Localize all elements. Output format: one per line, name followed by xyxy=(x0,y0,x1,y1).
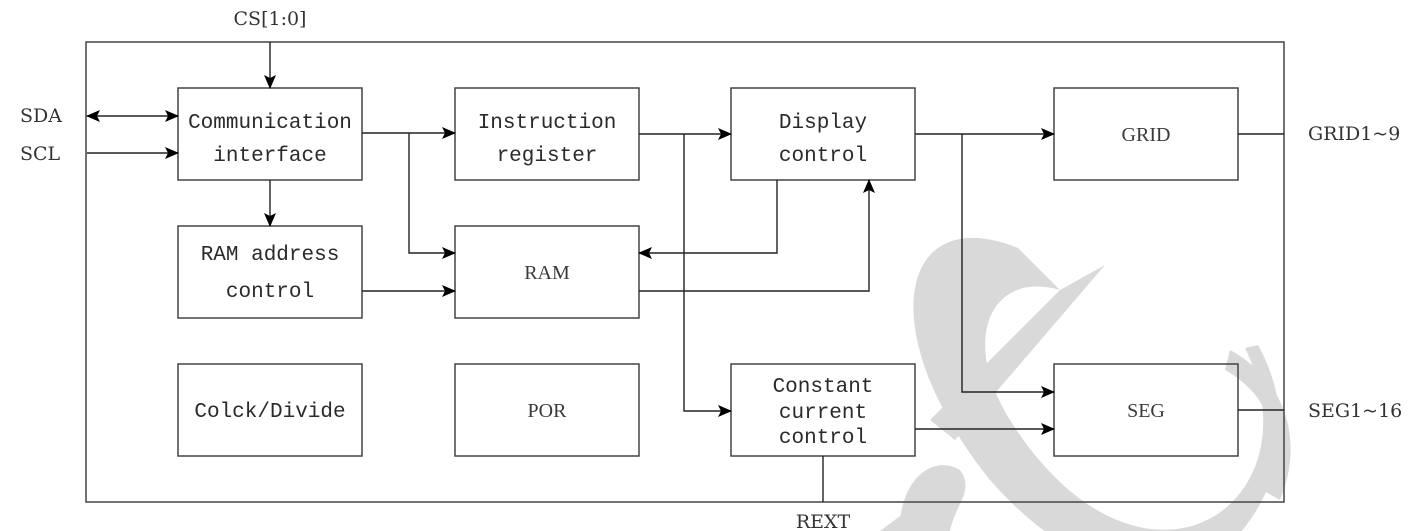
wire-ram-to-display xyxy=(639,179,875,292)
constant-line3: control xyxy=(779,427,867,450)
ram-address-control-block: RAM address control xyxy=(177,225,363,319)
sda-label: SDA xyxy=(20,105,62,127)
cs-label: CS[1:0] xyxy=(234,8,307,30)
watermark-logo xyxy=(880,237,1291,531)
instr-line1: Instruction xyxy=(478,112,617,135)
clock-divide-block: Colck/Divide xyxy=(177,363,363,457)
wire-instr-to-constant xyxy=(683,134,732,417)
wire-comm-to-ram xyxy=(408,133,456,259)
seg-text: SEG xyxy=(1127,400,1165,422)
scl-label: SCL xyxy=(20,143,61,165)
ram-text: RAM xyxy=(524,262,570,284)
grid-output-label: GRID1~9 xyxy=(1308,123,1400,145)
por-text: POR xyxy=(528,400,568,422)
comm-line2: interface xyxy=(213,145,326,168)
chip-boundary xyxy=(85,41,1285,503)
instruction-register-block: Instruction register xyxy=(454,87,640,181)
ramaddr-line1: RAM address xyxy=(201,244,340,267)
grid-text: GRID xyxy=(1122,124,1171,146)
instr-line2: register xyxy=(497,145,598,168)
ram-block: RAM xyxy=(454,225,640,319)
rext-label: REXT xyxy=(796,511,851,531)
seg-block: SEG xyxy=(1053,363,1239,457)
display-control-block: Display control xyxy=(730,87,916,181)
ramaddr-line2: control xyxy=(226,281,314,304)
comm-line1: Communication xyxy=(188,112,352,135)
display-line2: control xyxy=(779,145,867,168)
display-line1: Display xyxy=(779,112,867,135)
clock-text: Colck/Divide xyxy=(194,401,345,424)
wire-display-to-ram xyxy=(638,180,778,259)
constant-current-control-block: Constant current control xyxy=(730,363,916,457)
constant-line2: current xyxy=(779,402,867,425)
constant-line1: Constant xyxy=(773,376,874,399)
grid-block: GRID xyxy=(1053,87,1239,181)
communication-interface-block: Communication interface xyxy=(177,87,363,181)
por-block: POR xyxy=(454,363,640,457)
seg-output-label: SEG1~16 xyxy=(1308,400,1402,422)
wire-display-to-seg xyxy=(961,134,1055,398)
